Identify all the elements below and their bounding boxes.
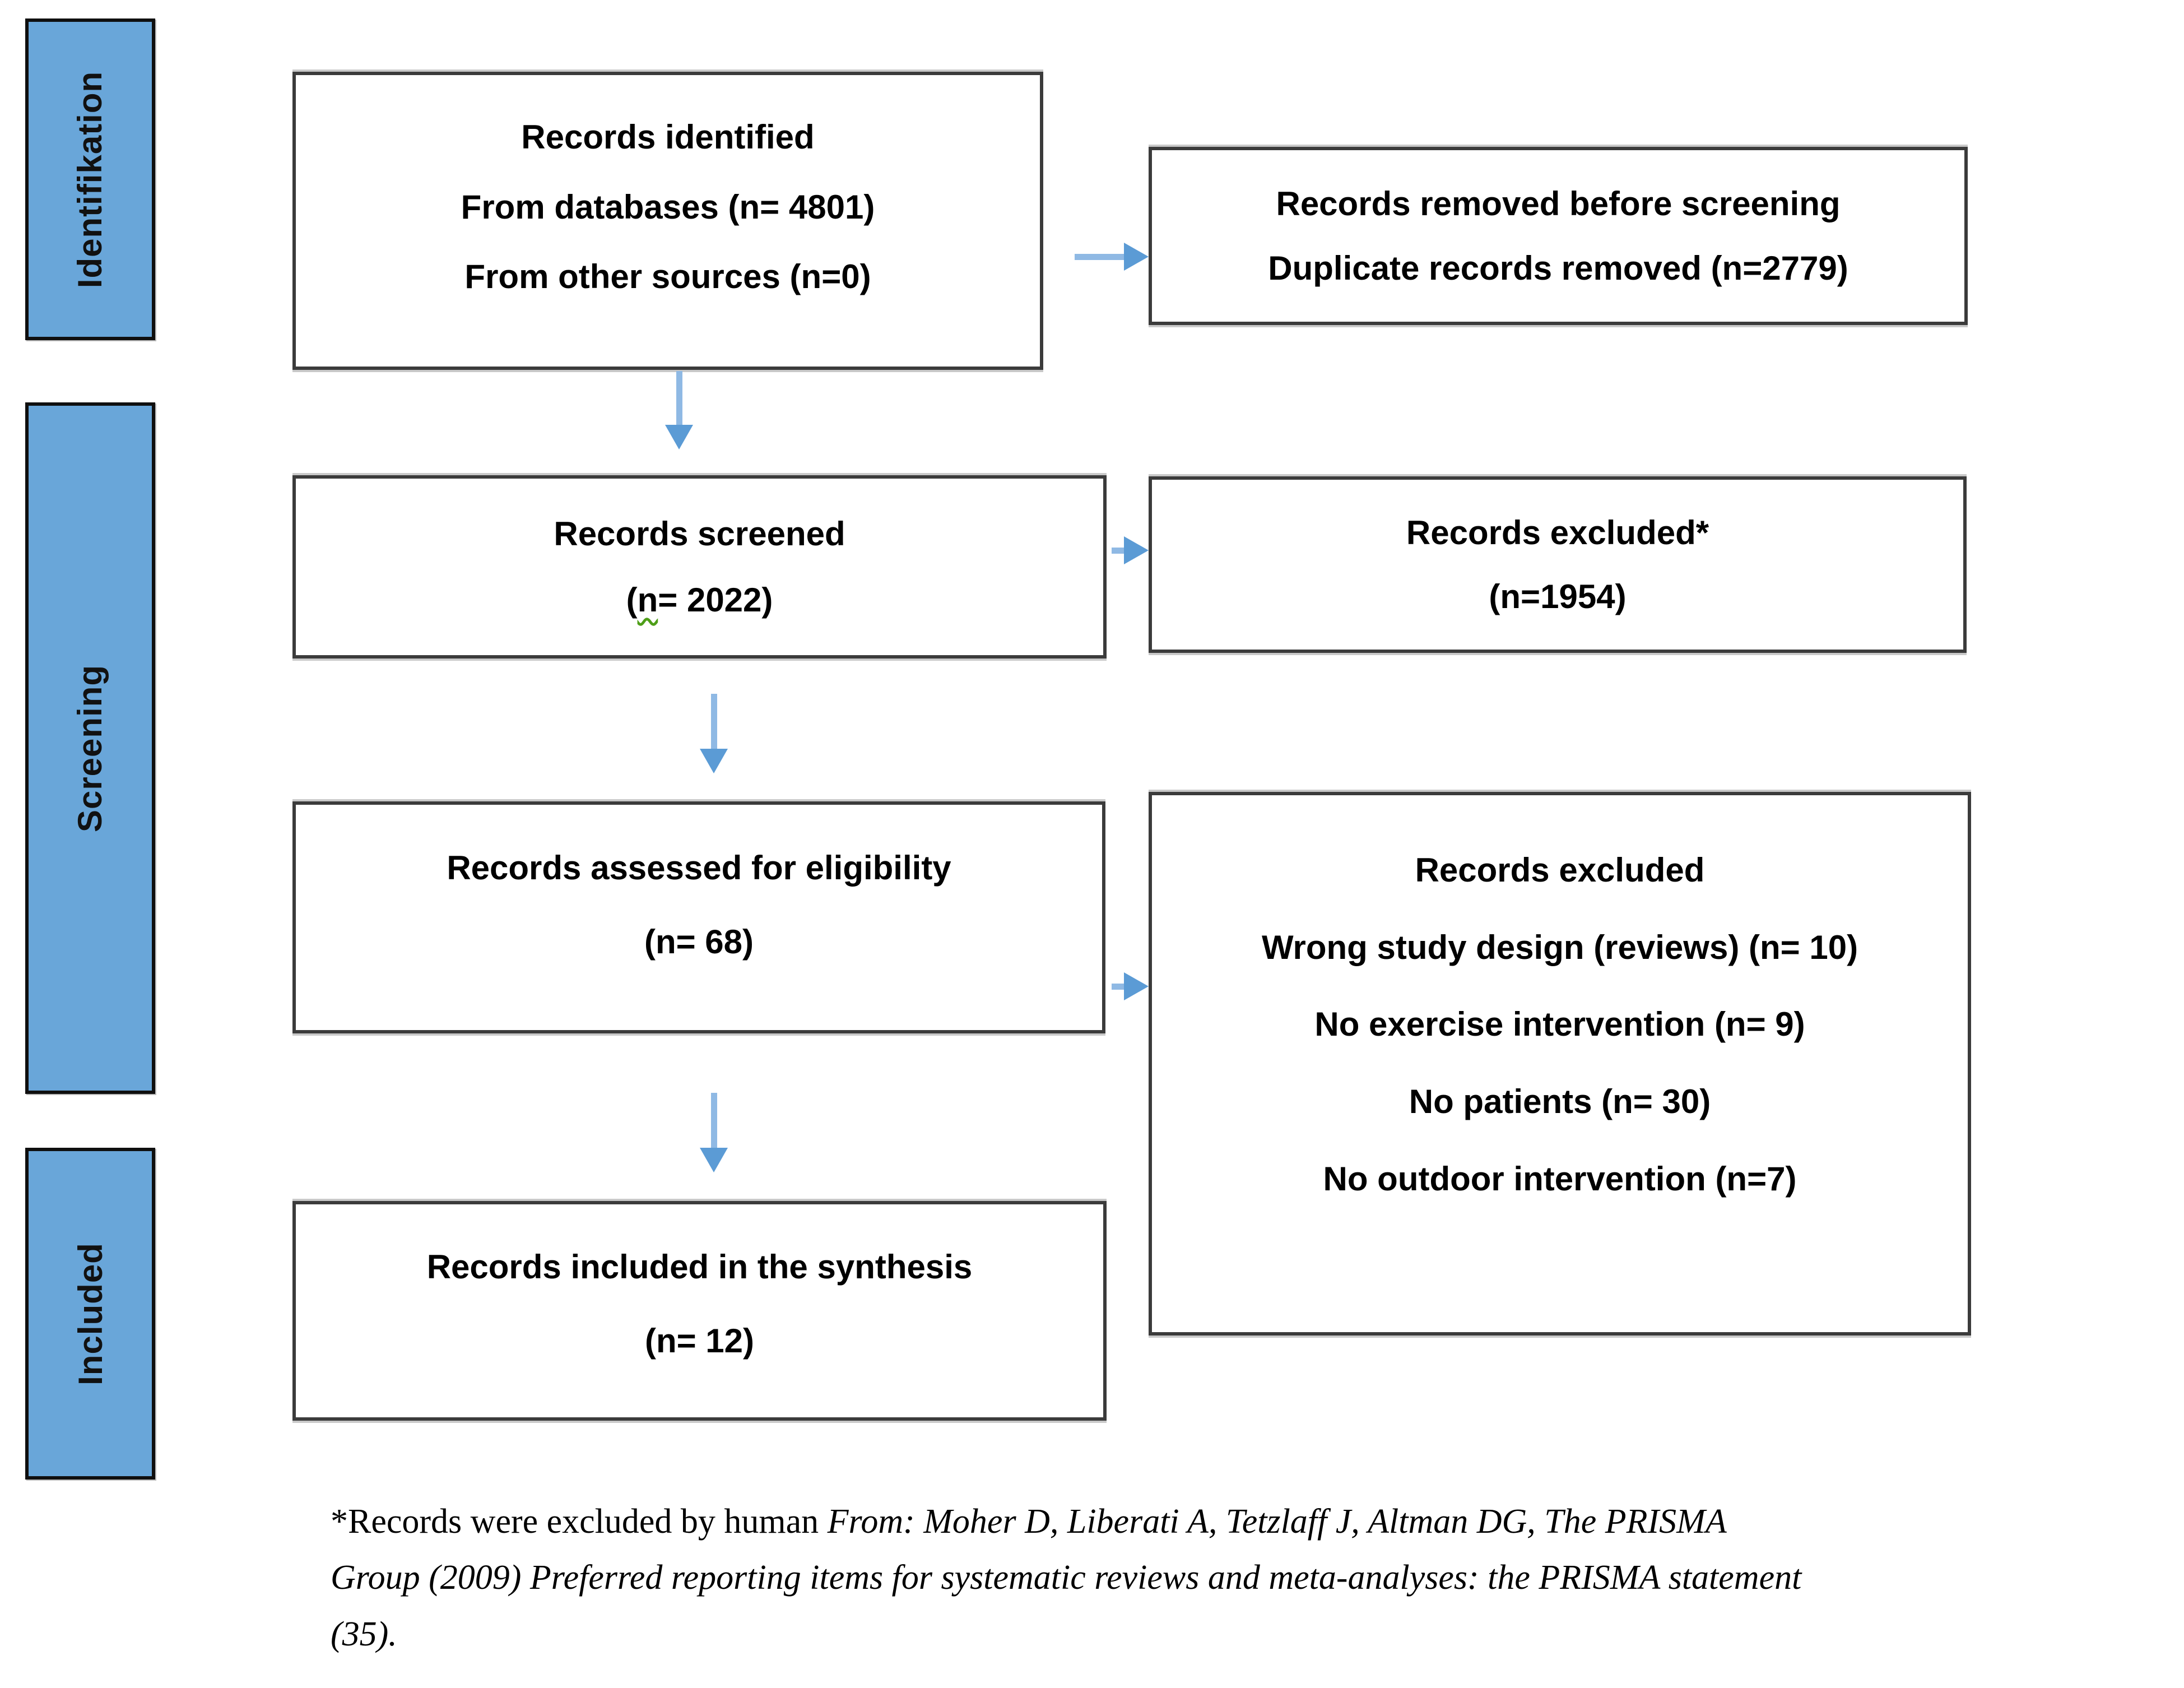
records-included-count: (n= 12): [644, 1321, 755, 1360]
arrow-shaft: [1112, 983, 1124, 990]
records-excluded-title: Records excluded: [1415, 851, 1705, 889]
records-included-title: Records included in the synthesis: [426, 1248, 973, 1286]
box-records-screened: Records screened (n= 2022): [292, 475, 1107, 658]
records-assessed-count: (n= 68): [644, 923, 754, 961]
footnote-citation-line1: From: Moher D, Liberati A, Tetzlaff J, A…: [827, 1502, 1727, 1541]
stage-screening-label: Screening: [71, 664, 109, 832]
box-records-excluded-eligibility: Records excluded Wrong study design (rev…: [1149, 792, 1971, 1335]
arrow-assessed-to-included: [699, 1093, 728, 1172]
stage-included: Included: [25, 1148, 155, 1480]
records-assessed-title: Records assessed for eligibility: [447, 849, 951, 887]
stage-included-label: Included: [71, 1242, 109, 1385]
exclusion-reason-patients: No patients (n= 30): [1409, 1083, 1711, 1121]
arrow-screened-to-assessed: [699, 694, 728, 773]
arrow-screened-to-excluded: [1112, 536, 1149, 565]
arrow-identified-to-removed: [1075, 242, 1149, 271]
arrow-shaft: [1075, 253, 1124, 260]
box-records-removed-before-screening: Records removed before screening Duplica…: [1149, 147, 1968, 325]
arrowhead-down-icon: [665, 425, 693, 449]
arrow-assessed-to-excluded: [1112, 972, 1149, 1001]
exclusion-reason-exercise: No exercise intervention (n= 9): [1314, 1005, 1805, 1044]
arrowhead-right-icon: [1124, 243, 1149, 271]
count-open-paren: (: [626, 581, 638, 619]
records-screened-count: (n= 2022): [610, 581, 790, 619]
records-screened-title: Records screened: [554, 515, 845, 553]
arrow-shaft: [710, 694, 717, 749]
footnote: *Records were excluded by human From: Mo…: [331, 1494, 2034, 1662]
arrowhead-right-icon: [1124, 972, 1149, 1000]
box-records-excluded-screening: Records excluded* (n=1954): [1149, 476, 1967, 653]
box-records-identified: Records identified From databases (n= 48…: [292, 72, 1043, 370]
records-identified-databases: From databases (n= 4801): [461, 188, 875, 226]
arrow-shaft: [1112, 547, 1124, 554]
records-identified-other-sources: From other sources (n=0): [464, 258, 871, 296]
footnote-plain: *Records were excluded by human: [331, 1502, 828, 1541]
exclusion-reason-design: Wrong study design (reviews) (n= 10): [1261, 928, 1858, 966]
arrowhead-right-icon: [1124, 536, 1149, 564]
records-excluded-star-count: (n=1954): [1489, 578, 1627, 615]
exclusion-reason-outdoor: No outdoor intervention (n=7): [1323, 1160, 1797, 1198]
records-identified-title: Records identified: [521, 118, 815, 156]
box-records-included-synthesis: Records included in the synthesis (n= 12…: [292, 1201, 1107, 1421]
footnote-citation-line3: (35).: [331, 1615, 397, 1653]
footnote-citation-line2: Group (2009) Preferred reporting items f…: [331, 1559, 1802, 1597]
records-removed-title: Records removed before screening: [1276, 185, 1841, 222]
count-rest: = 2022): [658, 581, 773, 619]
stage-identification-label: Identifikation: [71, 71, 109, 288]
stage-identification: Identifikation: [25, 18, 155, 340]
arrow-shaft: [710, 1093, 717, 1148]
records-removed-duplicates: Duplicate records removed (n=2779): [1268, 249, 1848, 287]
arrowhead-down-icon: [700, 749, 728, 773]
arrow-shaft: [676, 371, 682, 425]
stage-screening: Screening: [25, 402, 155, 1094]
arrowhead-down-icon: [700, 1148, 728, 1172]
records-excluded-star-title: Records excluded*: [1406, 514, 1709, 551]
box-records-assessed: Records assessed for eligibility (n= 68): [292, 801, 1105, 1033]
spellcheck-squiggle-n: n: [637, 581, 658, 619]
arrow-identified-to-screened: [665, 371, 694, 449]
